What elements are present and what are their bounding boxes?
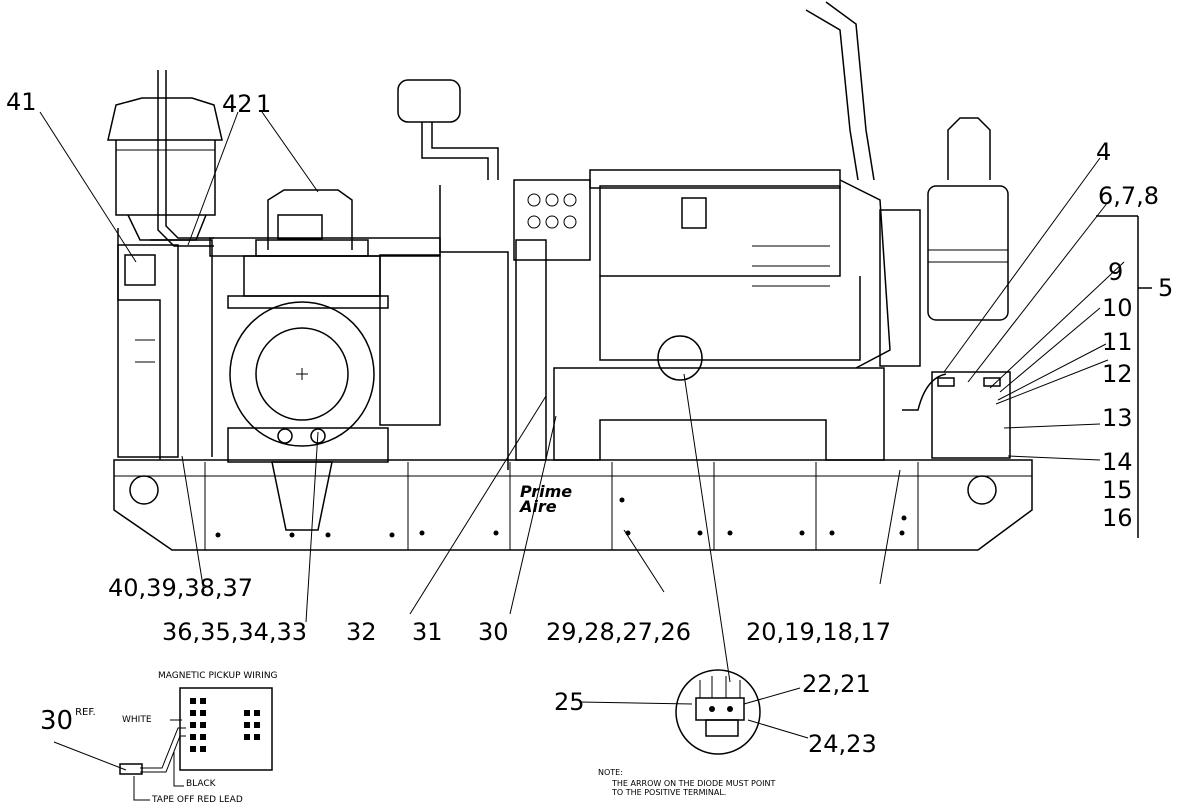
callout-13: 13 xyxy=(1102,404,1133,432)
leader-lines xyxy=(39,111,1125,739)
wiring-detail-title: MAGNETIC PICKUP WIRING xyxy=(158,671,278,681)
callout-42: 42 xyxy=(222,90,253,118)
callout-40-39-38-37: 40,39,38,37 xyxy=(108,574,254,602)
callout-22-21: 22,21 xyxy=(802,670,871,698)
note-heading: NOTE: xyxy=(598,768,623,777)
air-cleaner-left xyxy=(107,70,223,460)
diode-detail xyxy=(675,669,761,755)
callout-30: 30 xyxy=(478,618,509,646)
logo-line-1: Prime xyxy=(520,482,573,501)
wire-black-label: BLACK xyxy=(186,779,216,789)
callout-41: 41 xyxy=(6,88,37,116)
wire-white-label: WHITE xyxy=(122,715,152,725)
prime-aire-logo: Prime Aire xyxy=(520,482,573,517)
wiring-ref-value: 30 xyxy=(40,706,74,736)
callout-15: 15 xyxy=(1102,476,1133,504)
callout-32: 32 xyxy=(346,618,377,646)
engine xyxy=(397,1,891,470)
note-line-1: THE ARROW ON THE DIODE MUST POINT xyxy=(612,779,776,789)
callout-6-7-8: 6,7,8 xyxy=(1098,182,1160,210)
callout-9: 9 xyxy=(1108,258,1124,286)
callout-10: 10 xyxy=(1102,294,1133,322)
note-line-2: TO THE POSITIVE TERMINAL. xyxy=(612,788,727,798)
wiring-detail xyxy=(53,687,273,801)
callout-25: 25 xyxy=(554,688,585,716)
callout-4: 4 xyxy=(1096,138,1112,166)
callout-5: 5 xyxy=(1158,274,1174,302)
callout-20-19-18-17: 20,19,18,17 xyxy=(746,618,892,646)
callout-11: 11 xyxy=(1102,328,1133,356)
callout-36-35-34-33: 36,35,34,33 xyxy=(162,618,308,646)
diode-note: NOTE: THE ARROW ON THE DIODE MUST POINT … xyxy=(598,768,775,798)
callout-1: 1 xyxy=(256,90,272,118)
callout-bracket-5 xyxy=(1096,215,1152,538)
callout-12: 12 xyxy=(1102,360,1133,388)
tape-red-lead-label: TAPE OFF RED LEAD xyxy=(152,795,243,805)
callout-29-28-27-26: 29,28,27,26 xyxy=(546,618,692,646)
muffler xyxy=(879,117,1009,367)
wiring-ref-suffix: REF. xyxy=(75,707,96,718)
callout-14: 14 xyxy=(1102,448,1133,476)
callout-16: 16 xyxy=(1102,504,1133,532)
battery xyxy=(902,371,1011,459)
pump-volute xyxy=(209,189,441,531)
callout-24-23: 24,23 xyxy=(808,730,877,758)
logo-line-2: Aire xyxy=(520,497,557,517)
callout-31: 31 xyxy=(412,618,443,646)
